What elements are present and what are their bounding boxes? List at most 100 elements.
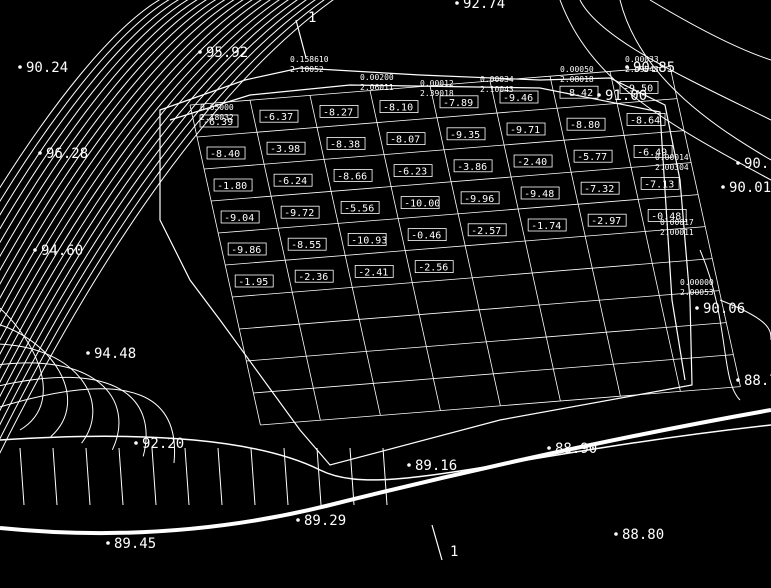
spot-elevation-label: 90.06: [703, 301, 745, 317]
spot-elevation-label: 89.29: [304, 513, 346, 529]
contour-line: [0, 0, 253, 327]
fence-post-line: [151, 447, 157, 506]
point-annotation: 2.00304: [655, 163, 689, 172]
spot-elevation-label: 88.80: [622, 527, 664, 543]
cell-box: [453, 159, 493, 173]
cut-fill-value: -2.36: [298, 272, 328, 283]
fence-post-line: [85, 447, 91, 506]
contour-line: [0, 0, 325, 440]
point-annotation: 0.158610: [290, 55, 329, 64]
elevation-point-marker: [614, 532, 618, 536]
elevation-point-marker: [625, 65, 629, 69]
point-annotation: 2.08018: [560, 75, 594, 84]
cut-fill-value: -8.10: [383, 103, 413, 114]
spot-elevation-label: 88.90: [555, 441, 597, 457]
spot-elevation-label: 90.24: [26, 60, 68, 76]
cell-box: [266, 141, 306, 155]
cell-box: [414, 260, 454, 274]
point-annotation: 0.00050: [560, 65, 594, 74]
cut-fill-value: -9.46: [503, 93, 533, 104]
cell-box: [527, 218, 567, 232]
cut-fill-value: -10.93: [351, 235, 387, 246]
grid-line-horizontal: [239, 290, 720, 330]
road-edge-line: [0, 408, 771, 536]
cut-fill-value: -2.97: [591, 216, 621, 227]
elevation-point-marker: [547, 446, 551, 450]
elevation-point-marker: [296, 518, 300, 522]
contour-line: [649, 0, 771, 61]
contour-line: [0, 376, 147, 457]
elevation-point-marker: [736, 161, 740, 165]
point-annotation: 2.39018: [420, 89, 454, 98]
cut-fill-value: -6.49: [637, 147, 667, 158]
cell-box: [379, 100, 419, 113]
cell-box: [386, 132, 426, 146]
fence-post-line: [250, 447, 256, 506]
contour-line: [0, 0, 298, 398]
cut-fill-value: -0.46: [411, 231, 441, 242]
cell-box: [520, 186, 560, 200]
cut-fill-value: -6.24: [277, 176, 307, 187]
cell-box: [287, 237, 327, 251]
cell-box: [647, 208, 687, 222]
elevation-point-marker: [721, 185, 725, 189]
section-marks: 11: [295, 10, 458, 561]
point-annotation: 0.00014: [655, 153, 689, 162]
contour-line: [0, 0, 316, 426]
road-inner-line: [0, 424, 771, 481]
cell-box: [460, 191, 500, 205]
contour-line: [0, 0, 334, 454]
elevation-point-marker: [106, 541, 110, 545]
cut-fill-value: -9.86: [231, 245, 261, 256]
point-annotation: 0.00033: [625, 55, 659, 64]
cut-fill-value: -8.27: [323, 107, 353, 118]
grid-line-horizontal: [197, 98, 678, 138]
contour-line: [0, 0, 262, 342]
cut-fill-value: -8.07: [390, 135, 420, 146]
cut-fill-value: -5.77: [577, 152, 607, 163]
fence-post-line: [316, 447, 322, 506]
fence-post-line: [217, 447, 223, 506]
contour-line: [0, 0, 180, 216]
cell-box: [259, 109, 299, 123]
grid-line-horizontal: [253, 354, 734, 394]
section-line-bottom: [431, 524, 443, 561]
fence-post-line: [52, 447, 58, 506]
cell-box: [273, 173, 313, 187]
fence-post-line: [349, 447, 355, 506]
cut-fill-value: -2.56: [418, 263, 448, 274]
spot-elevation-label: 90.1: [744, 156, 771, 172]
fence-post-line: [19, 447, 25, 506]
cut-fill-value: -7.32: [584, 184, 614, 195]
cell-box: [619, 81, 659, 94]
contour-line: [0, 0, 161, 189]
cut-fill-value: -8.40: [210, 149, 240, 160]
cut-fill-value: -7.89: [443, 98, 473, 109]
point-annotation: 2.06011: [360, 83, 394, 92]
cut-fill-value: -6.39: [203, 117, 233, 128]
contour-line: [0, 0, 244, 313]
contour-line: [559, 0, 771, 181]
cut-fill-value: -8.55: [291, 240, 321, 251]
cell-box: [506, 122, 546, 136]
point-annotation: 0.00000: [680, 278, 714, 287]
point-annotation: 2.10043: [480, 85, 514, 94]
cell-box: [354, 264, 394, 278]
spot-elevation-label: 96.28: [46, 146, 88, 162]
terrain-contour-lines: [0, 0, 771, 506]
cell-box: [626, 113, 666, 126]
fence-post-line: [184, 447, 190, 506]
spot-elevation-label: 90.01: [729, 180, 771, 196]
spot-elevation-label: 92.74: [463, 0, 505, 12]
cell-box: [446, 127, 486, 141]
elevation-point-marker: [18, 65, 22, 69]
cut-fill-value: -8.66: [337, 171, 367, 182]
cell-box: [294, 269, 334, 283]
elevation-point-marker: [134, 441, 138, 445]
contour-line: [0, 0, 208, 258]
cell-box: [573, 149, 613, 163]
cell-box: [467, 223, 507, 237]
contour-line: [0, 0, 271, 356]
